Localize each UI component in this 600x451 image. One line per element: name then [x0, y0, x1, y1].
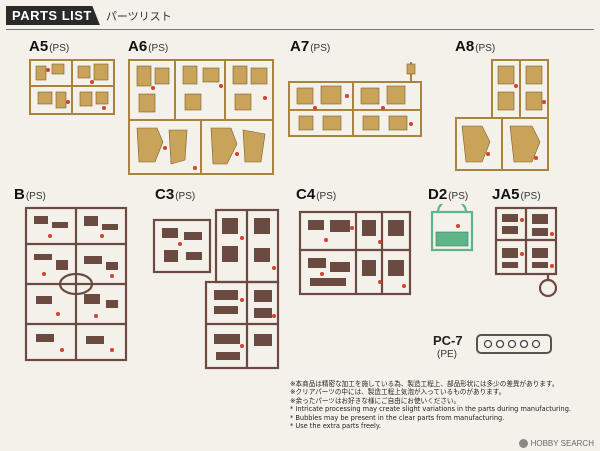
note-line: ※本商品は精密な加工を施している為、製造工程上、部品形状には多少の差異があります… — [290, 380, 559, 388]
watermark-logo-icon — [518, 439, 528, 448]
runner-c3-illustration — [150, 206, 286, 376]
runner-a7-illustration — [287, 60, 423, 140]
note-line: * Bubbles may be present in the clear pa… — [290, 413, 505, 422]
runner-d2-illustration — [428, 204, 476, 254]
pc-material: (PE) — [437, 349, 457, 360]
runner-label-b: B(PS) — [14, 186, 46, 203]
runner-label-a5: A5(PS) — [29, 38, 70, 55]
runner-label-d2: D2(PS) — [428, 186, 469, 203]
header-rule — [6, 29, 594, 30]
runner-label-a8: A8(PS) — [455, 38, 496, 55]
runner-ja5-illustration — [492, 204, 564, 300]
runner-label-a7: A7(PS) — [290, 38, 331, 55]
watermark-text: HOBBY SEARCH — [530, 439, 594, 448]
watermark: HOBBY SEARCH — [518, 439, 594, 448]
runner-label-ja5: JA5(PS) — [492, 186, 541, 203]
runner-label-a6: A6(PS) — [128, 38, 169, 55]
parts-list-header: PARTS LIST パーツリスト — [6, 6, 172, 25]
runner-label-c3: C3(PS) — [155, 186, 196, 203]
note-line: ※クリアパーツの中には、製造工程上気泡が入っているものがあります。 — [290, 388, 506, 397]
note-line: ※余ったパーツはお好きな様にご自由にお使いください。 — [290, 396, 461, 405]
runner-label-c4: C4(PS) — [296, 186, 337, 203]
notes: ※本商品は精密な加工を施している為、製造工程上、部品形状には多少の差異があります… — [290, 380, 590, 430]
runner-c4-illustration — [296, 206, 414, 298]
runner-b-illustration — [22, 204, 130, 364]
runner-a6-illustration — [125, 58, 277, 180]
runner-a8-illustration — [452, 58, 552, 176]
pc-label: PC-7 — [433, 333, 463, 348]
runner-a5-illustration — [28, 58, 116, 116]
parts-list-subtitle: パーツリスト — [105, 9, 172, 23]
note-line: * Use the extra parts freely. — [290, 422, 381, 431]
runner-pc7-illustration — [474, 332, 554, 356]
parts-list-title: PARTS LIST — [6, 6, 100, 25]
note-line: * Intricate processing may create slight… — [290, 405, 572, 414]
